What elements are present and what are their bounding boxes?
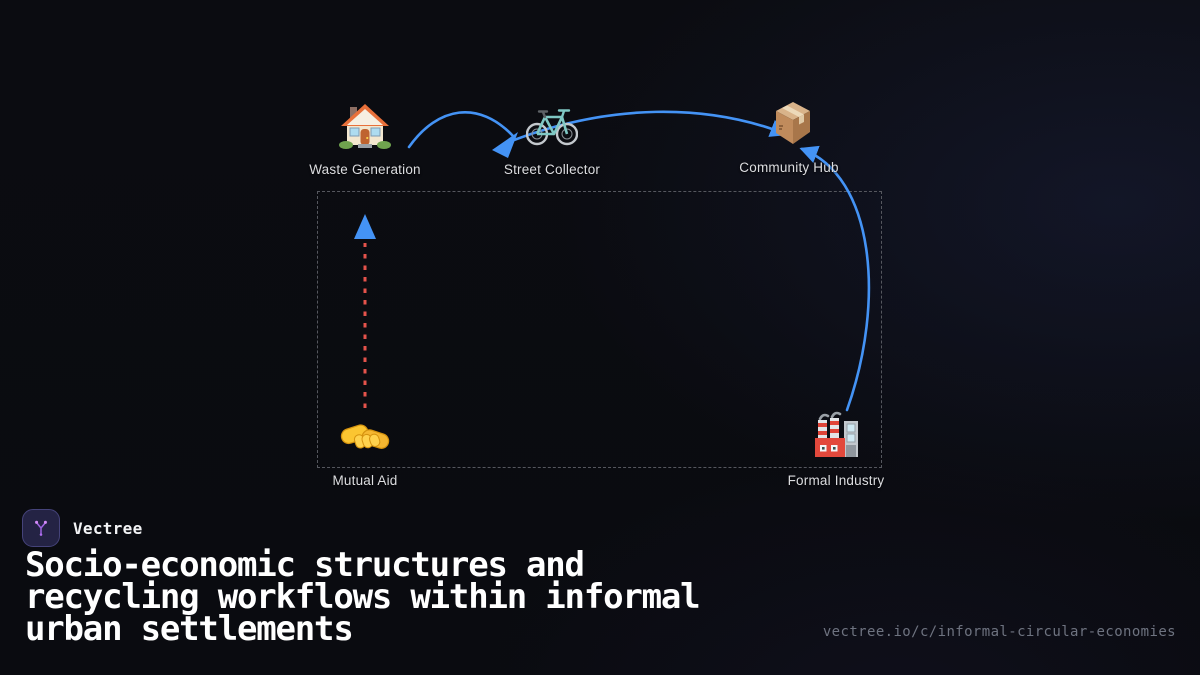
brand-name: Vectree bbox=[73, 518, 143, 538]
node-community-hub[interactable]: Community Hub bbox=[729, 97, 849, 175]
brand: Vectree bbox=[22, 509, 143, 547]
node-label: Community Hub bbox=[739, 160, 839, 175]
node-label: Waste Generation bbox=[309, 162, 421, 177]
page-title: Socio-economic structures and recycling … bbox=[25, 545, 701, 649]
edge-waste-to-collector bbox=[407, 111, 515, 149]
package-icon bbox=[761, 97, 817, 149]
node-formal-industry[interactable]: Formal Industry bbox=[776, 410, 896, 488]
node-label: Street Collector bbox=[503, 162, 601, 177]
node-label: Mutual Aid bbox=[332, 473, 398, 488]
node-label: Formal Industry bbox=[787, 473, 885, 488]
page-title-line-3: urban settlements bbox=[25, 609, 354, 649]
house-icon bbox=[337, 99, 393, 151]
factory-icon bbox=[808, 410, 864, 462]
node-street-collector[interactable]: Street Collector bbox=[492, 99, 612, 177]
page-title-line-1: Socio-economic structures and bbox=[25, 545, 585, 585]
vectree-branch-icon bbox=[35, 520, 47, 536]
node-waste-generation[interactable]: Waste Generation bbox=[305, 99, 425, 177]
edge-industry-to-hub bbox=[799, 145, 871, 412]
bicycle-icon bbox=[524, 99, 580, 151]
vectree-logo bbox=[22, 509, 60, 547]
edge-waste-to-collector-arrowhead-icon bbox=[492, 132, 518, 158]
page-title-line-2: recycling workflows within informal bbox=[25, 577, 701, 617]
handshake-icon bbox=[337, 410, 393, 462]
edge-mutualaid-arrowhead-icon bbox=[354, 214, 376, 239]
dashed-group-container bbox=[317, 191, 882, 468]
page-url: vectree.io/c/informal-circular-economies bbox=[822, 624, 1176, 640]
node-mutual-aid[interactable]: Mutual Aid bbox=[305, 410, 425, 488]
